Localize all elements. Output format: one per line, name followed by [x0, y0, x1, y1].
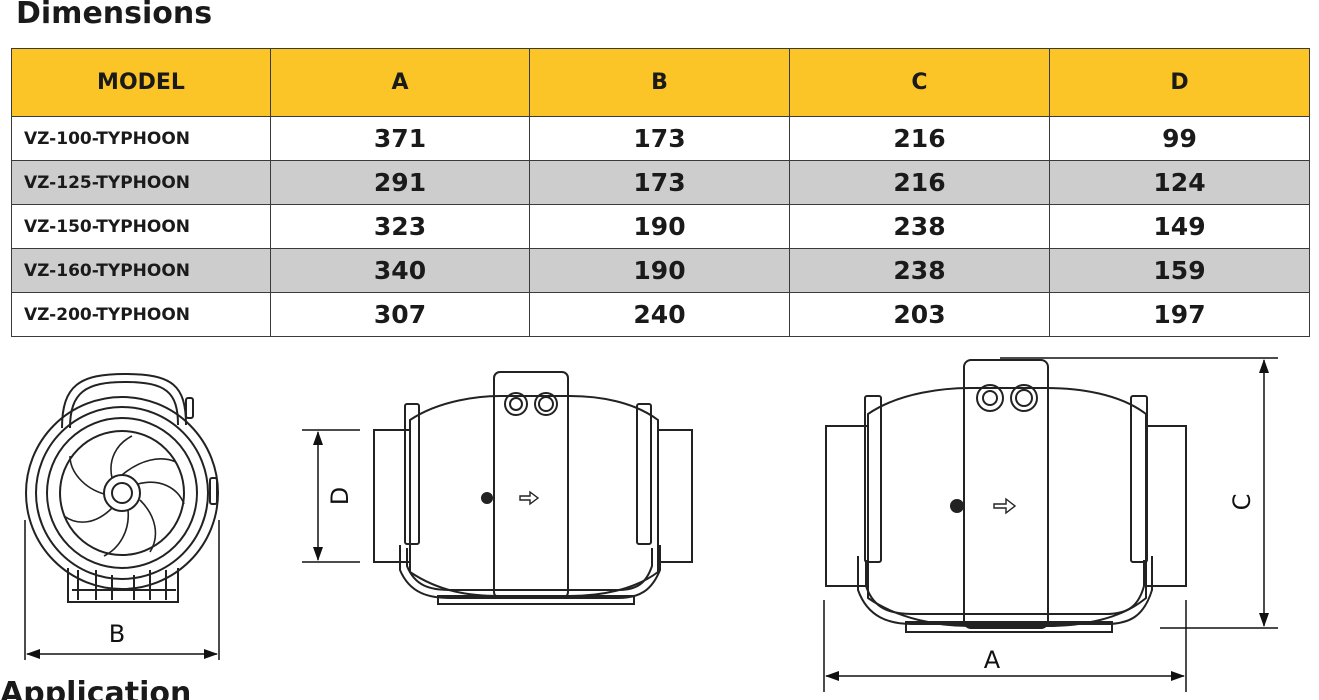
- cell-model: VZ-200-TYPHOON: [11, 292, 271, 337]
- dimension-b: [24, 520, 220, 660]
- dimensions-table: MODEL A B C D VZ-100-TYPHOON 371 173 216…: [11, 48, 1310, 337]
- label-d: D: [326, 487, 354, 505]
- dimension-a: [823, 600, 1187, 692]
- cell-c: 216: [789, 116, 1050, 161]
- cell-d: 99: [1049, 116, 1310, 161]
- section-title-application: Application: [0, 676, 192, 700]
- cell-a: 323: [270, 204, 530, 249]
- cell-model: VZ-100-TYPHOON: [11, 116, 271, 161]
- cell-model: VZ-150-TYPHOON: [11, 204, 271, 249]
- dimension-c: [1000, 357, 1278, 629]
- cell-d: 159: [1049, 248, 1310, 293]
- table-row: VZ-125-TYPHOON 291 173 216 124: [11, 160, 1310, 205]
- label-a: A: [984, 646, 1001, 674]
- table-row: VZ-200-TYPHOON 307 240 203 197: [11, 292, 1310, 337]
- cell-b: 190: [529, 248, 790, 293]
- label-c: C: [1228, 494, 1256, 511]
- cell-model: VZ-160-TYPHOON: [11, 248, 271, 293]
- header-d: D: [1049, 48, 1310, 117]
- page-title: Dimensions: [16, 0, 213, 31]
- cell-b: 240: [529, 292, 790, 337]
- cell-c: 238: [789, 248, 1050, 293]
- header-c: C: [789, 48, 1050, 117]
- front-view-drawing: [25, 372, 219, 603]
- cell-a: 340: [270, 248, 530, 293]
- cell-d: 149: [1049, 204, 1310, 249]
- table-row: VZ-160-TYPHOON 340 190 238 159: [11, 248, 1310, 293]
- cell-c: 203: [789, 292, 1050, 337]
- cell-a: 291: [270, 160, 530, 205]
- cell-b: 173: [529, 160, 790, 205]
- cell-c: 216: [789, 160, 1050, 205]
- cell-model: VZ-125-TYPHOON: [11, 160, 271, 205]
- cell-c: 238: [789, 204, 1050, 249]
- table-row: VZ-150-TYPHOON 323 190 238 149: [11, 204, 1310, 249]
- cell-b: 173: [529, 116, 790, 161]
- label-b: B: [109, 620, 125, 648]
- table-header-row: MODEL A B C D: [11, 48, 1310, 117]
- cell-a: 307: [270, 292, 530, 337]
- header-a: A: [270, 48, 530, 117]
- cell-d: 197: [1049, 292, 1310, 337]
- cell-d: 124: [1049, 160, 1310, 205]
- large-view-drawing: [825, 359, 1187, 633]
- cell-b: 190: [529, 204, 790, 249]
- dimension-d: [302, 429, 360, 563]
- table-row: VZ-100-TYPHOON 371 173 216 99: [11, 116, 1310, 161]
- header-b: B: [529, 48, 790, 117]
- side-view-drawing: [373, 371, 693, 605]
- header-model: MODEL: [11, 48, 271, 117]
